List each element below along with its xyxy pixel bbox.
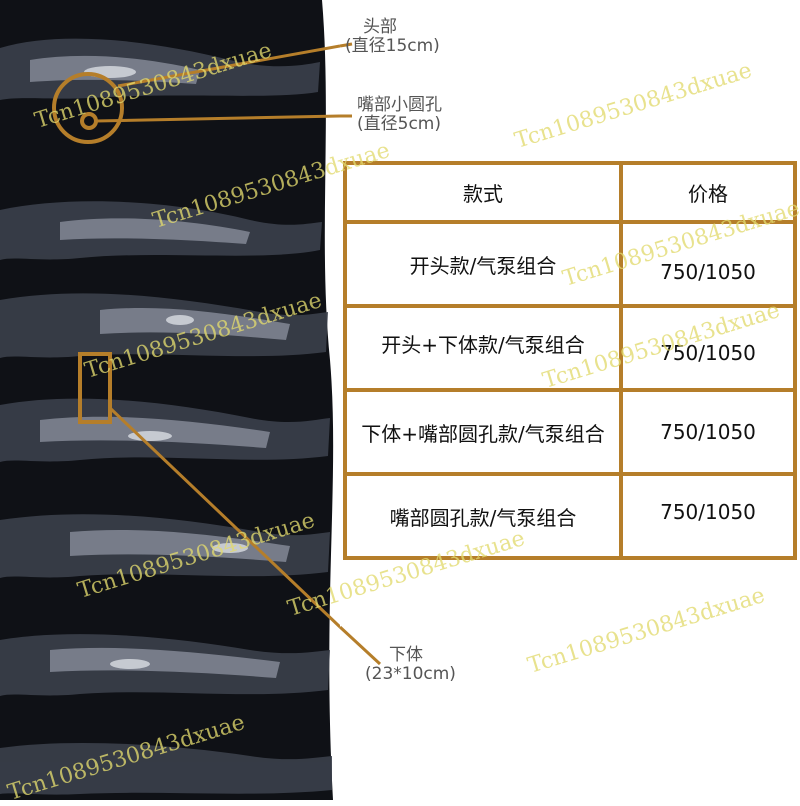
row-price: 750/1050 — [619, 220, 797, 308]
row-price: 750/1050 — [619, 472, 797, 560]
table-header-row: 款式 价格 — [343, 161, 797, 224]
row-price: 750/1050 — [619, 388, 797, 476]
table-row: 嘴部圆孔款/气泵组合 750/1050 — [343, 472, 797, 560]
row-style: 下体+嘴部圆孔款/气泵组合 — [343, 388, 623, 476]
row-style: 嘴部圆孔款/气泵组合 — [343, 472, 623, 560]
callout-head: 头部 (直径15cm) — [345, 18, 440, 56]
callout-mouth-detail: (直径5cm) — [357, 114, 441, 134]
header-price: 价格 — [619, 161, 797, 224]
row-price: 750/1050 — [619, 304, 797, 392]
callout-body: 下体 (23*10cm) — [365, 646, 456, 684]
row-style: 开头+下体款/气泵组合 — [343, 304, 623, 392]
callout-head-detail: (直径15cm) — [345, 36, 440, 56]
callout-body-detail: (23*10cm) — [365, 664, 456, 684]
table-row: 开头+下体款/气泵组合 750/1050 — [343, 304, 797, 392]
watermark: Tcn1089530843dxuae — [525, 583, 768, 679]
product-photo — [0, 0, 340, 800]
callout-mouth: 嘴部小圆孔 (直径5cm) — [357, 96, 442, 134]
table-row: 开头款/气泵组合 750/1050 — [343, 220, 797, 308]
watermark: Tcn1089530843dxuae — [512, 58, 755, 154]
callout-mouth-title: 嘴部小圆孔 — [357, 95, 442, 115]
header-style: 款式 — [343, 161, 623, 224]
table-row: 下体+嘴部圆孔款/气泵组合 750/1050 — [343, 388, 797, 476]
callout-body-title: 下体 — [389, 645, 423, 665]
price-table: 款式 价格 开头款/气泵组合 750/1050 开头+下体款/气泵组合 750/… — [343, 161, 797, 560]
row-style: 开头款/气泵组合 — [343, 220, 623, 308]
callout-head-title: 头部 — [363, 17, 397, 37]
